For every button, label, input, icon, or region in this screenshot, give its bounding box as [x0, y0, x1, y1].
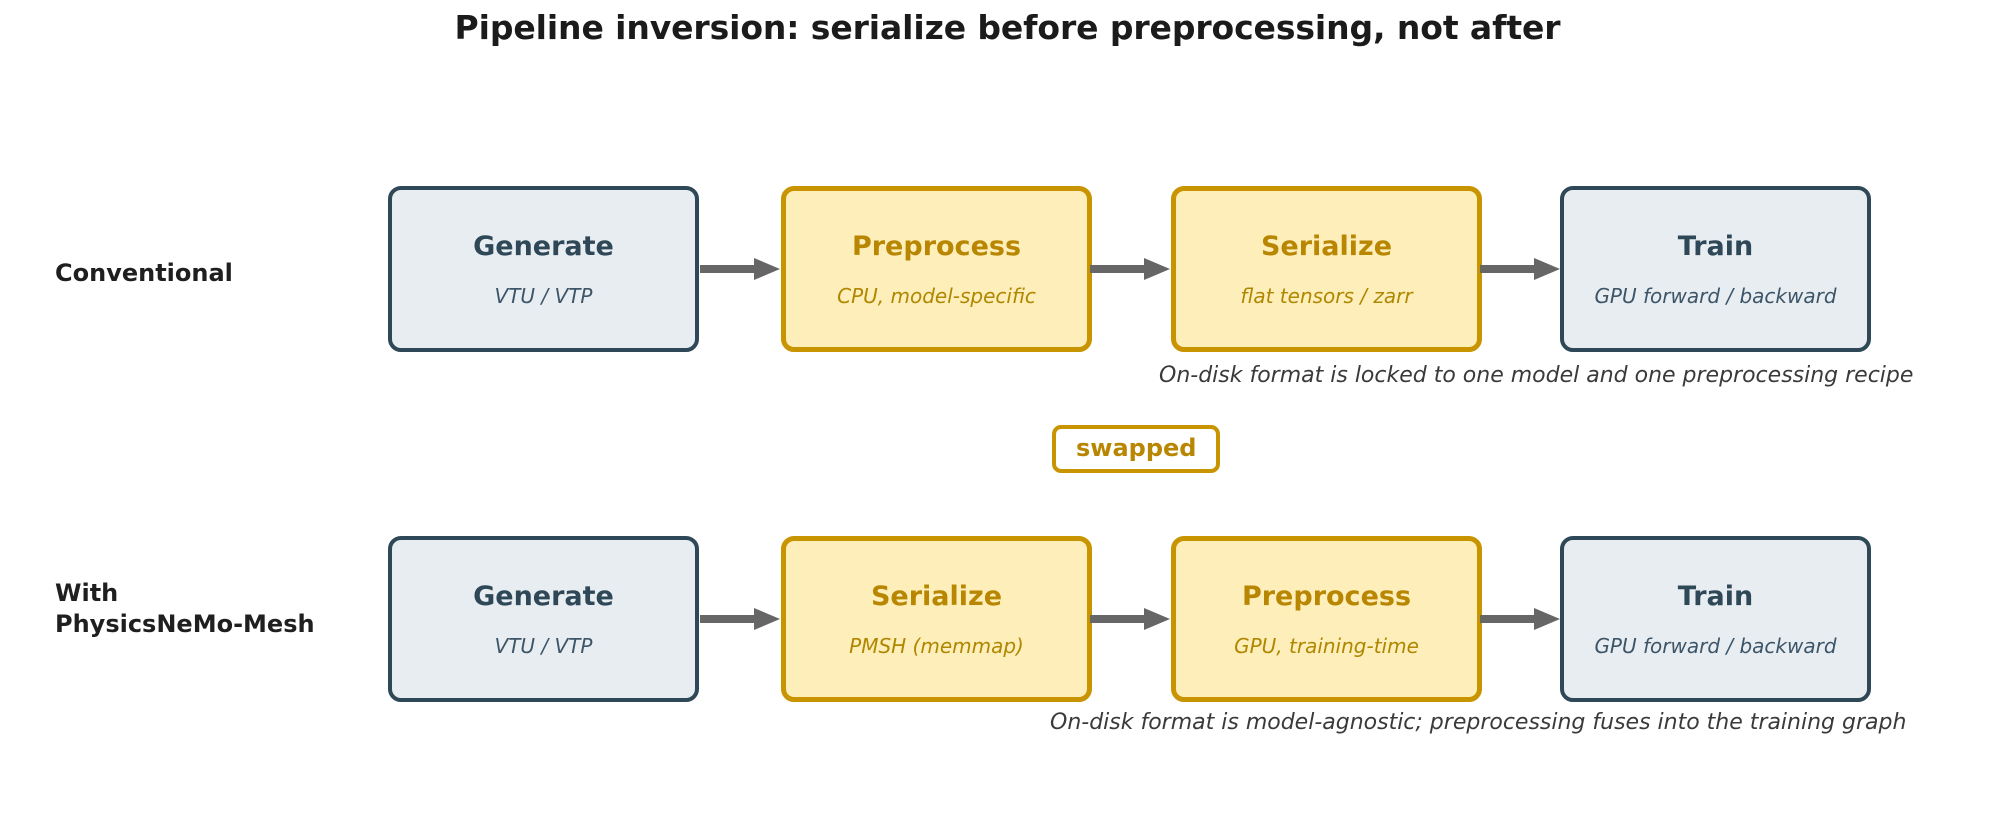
arrow-shaft: [1090, 615, 1148, 623]
arrow-right-icon: [700, 258, 782, 280]
arrow-head: [1534, 258, 1560, 280]
arrow-shaft: [1480, 265, 1538, 273]
stage-box-train-physicsnemo[interactable]: Train GPU forward / backward: [1560, 536, 1871, 702]
stage-title: Generate: [473, 580, 614, 612]
stage-box-generate-conventional[interactable]: Generate VTU / VTP: [388, 186, 699, 352]
stage-subtitle: VTU / VTP: [494, 283, 593, 308]
stage-subtitle: VTU / VTP: [494, 633, 593, 658]
stage-subtitle: CPU, model-specific: [837, 283, 1036, 308]
stage-box-preprocess-conventional[interactable]: Preprocess CPU, model-specific: [781, 186, 1092, 352]
stage-box-train-conventional[interactable]: Train GPU forward / backward: [1560, 186, 1871, 352]
status-badge-swapped: swapped: [1052, 425, 1221, 473]
stage-title: Serialize: [870, 580, 1003, 612]
arrow-right-icon: [1480, 258, 1562, 280]
arrow-shaft: [1090, 265, 1148, 273]
stage-subtitle: flat tensors / zarr: [1240, 283, 1413, 308]
row-label-conventional: Conventional: [55, 259, 233, 287]
stage-title: Preprocess: [851, 230, 1022, 262]
stage-title: Serialize: [1260, 230, 1393, 262]
arrow-head: [1144, 608, 1170, 630]
stage-subtitle: PMSH (memmap): [849, 633, 1024, 658]
arrow-shaft: [700, 265, 758, 273]
note-physicsnemo-mesh: On-disk format is model-agnostic; prepro…: [1050, 710, 1907, 735]
arrow-shaft: [1480, 615, 1538, 623]
row-label-physicsnemo-mesh: With PhysicsNeMo-Mesh: [55, 579, 315, 638]
stage-title: Train: [1677, 230, 1754, 262]
arrow-head: [1534, 608, 1560, 630]
arrow-right-icon: [1090, 258, 1172, 280]
stage-subtitle: GPU forward / backward: [1594, 283, 1837, 308]
arrow-right-icon: [1090, 608, 1172, 630]
stage-box-generate-physicsnemo[interactable]: Generate VTU / VTP: [388, 536, 699, 702]
page-title: Pipeline inversion: serialize before pre…: [454, 8, 1561, 47]
stage-title: Train: [1677, 580, 1754, 612]
note-conventional: On-disk format is locked to one model an…: [1159, 363, 1914, 388]
arrow-right-icon: [700, 608, 782, 630]
arrow-right-icon: [1480, 608, 1562, 630]
stage-subtitle: GPU forward / backward: [1594, 633, 1837, 658]
arrow-head: [754, 258, 780, 280]
arrow-head: [754, 608, 780, 630]
stage-title: Preprocess: [1241, 580, 1412, 612]
stage-title: Generate: [473, 230, 614, 262]
stage-box-serialize-conventional[interactable]: Serialize flat tensors / zarr: [1171, 186, 1482, 352]
arrow-shaft: [700, 615, 758, 623]
stage-box-preprocess-physicsnemo[interactable]: Preprocess GPU, training-time: [1171, 536, 1482, 702]
stage-subtitle: GPU, training-time: [1234, 633, 1419, 658]
arrow-head: [1144, 258, 1170, 280]
stage-box-serialize-physicsnemo[interactable]: Serialize PMSH (memmap): [781, 536, 1092, 702]
